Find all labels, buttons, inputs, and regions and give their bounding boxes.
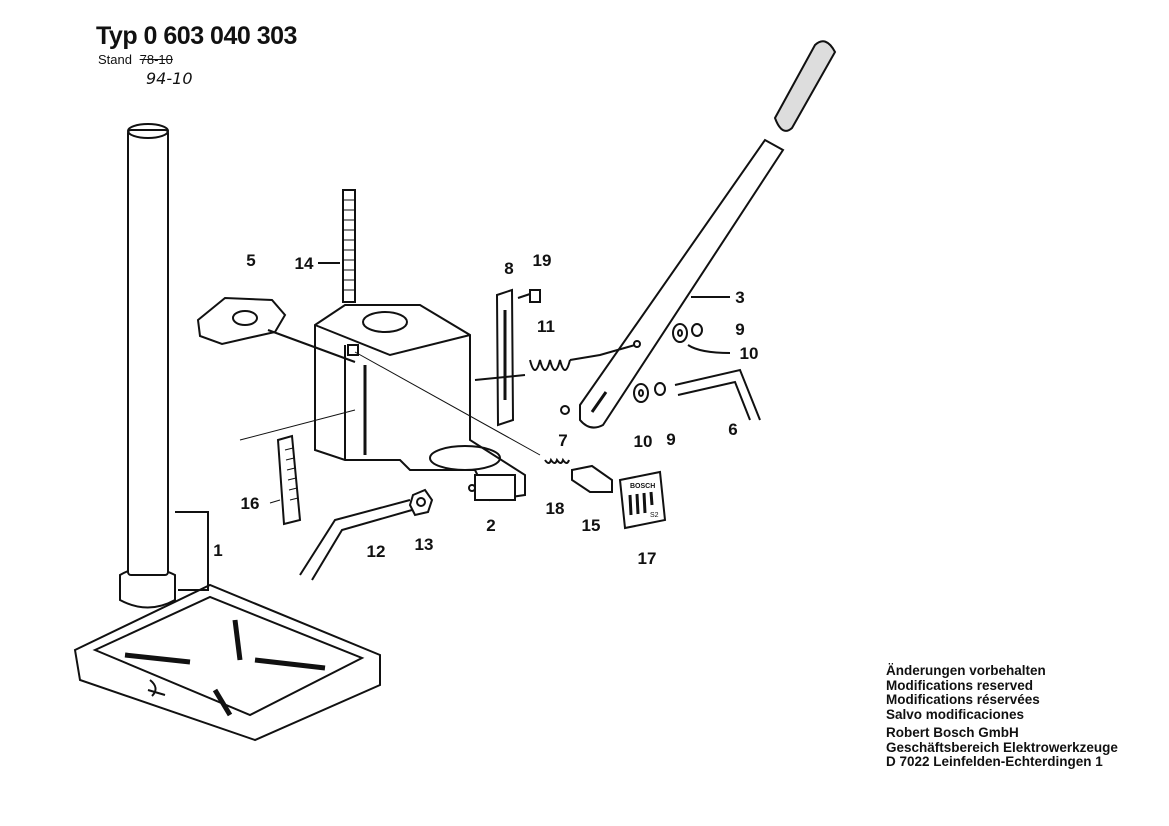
- part-1-column-base: [73, 123, 381, 742]
- part-7-ball: [560, 405, 570, 415]
- part-13-nut: [408, 488, 434, 517]
- plate-brand: BOSCH: [630, 483, 655, 490]
- label-1: 1: [213, 541, 222, 560]
- part-5-clamp: [196, 296, 356, 363]
- part-3-lever: [579, 40, 837, 429]
- stand-label: Stand: [98, 52, 132, 67]
- part-16-scale: [239, 409, 356, 526]
- part-12-bolt: [299, 499, 413, 581]
- label-9-lower: 9: [666, 430, 675, 449]
- label-15: 15: [582, 516, 601, 535]
- note-line: Modifications reserved: [886, 677, 1034, 693]
- part-17-type-plate: BOSCH S2: [618, 470, 667, 530]
- stand-old-date: 78-10: [139, 52, 173, 67]
- label-10-lower: 10: [634, 432, 653, 451]
- company-line: D 7022 Leinfelden-Echterdingen 1: [886, 754, 1103, 769]
- label-2: 2: [486, 516, 495, 535]
- label-3: 3: [735, 288, 744, 307]
- label-18: 18: [546, 499, 565, 518]
- label-19: 19: [533, 251, 552, 270]
- label-11: 11: [537, 317, 555, 336]
- label-16: 16: [241, 494, 260, 513]
- part-14-threaded-rod: [318, 189, 356, 303]
- label-5: 5: [246, 251, 255, 270]
- part-2-housing: [314, 304, 526, 502]
- part-8-slide-bar: [495, 288, 515, 427]
- part-11-spring: [474, 340, 641, 381]
- label-10-upper: 10: [740, 344, 759, 363]
- label-12: 12: [367, 542, 386, 561]
- washers: [633, 323, 731, 403]
- part-19-screw: [517, 289, 541, 303]
- part-6-bolt: [674, 368, 761, 421]
- company-line: Geschäftsbereich Elektrowerkzeuge: [886, 739, 1118, 755]
- stand-revision: Stand 78-10 94-10: [98, 52, 193, 88]
- part-18-spring: [544, 457, 570, 464]
- note-line: Modifications réservées: [886, 692, 1040, 707]
- plate-code: S2: [650, 512, 659, 519]
- label-13: 13: [415, 535, 434, 554]
- part-15-pin: [571, 464, 613, 493]
- label-17: 17: [638, 549, 657, 568]
- label-8: 8: [504, 259, 513, 278]
- label-9-upper: 9: [735, 320, 744, 339]
- leader-line: [354, 351, 541, 456]
- label-7: 7: [558, 431, 567, 450]
- note-line: Salvo modificaciones: [886, 706, 1025, 722]
- label-14: 14: [295, 254, 314, 273]
- stand-new-date: 94-10: [146, 69, 193, 88]
- footer-notes: Änderungen vorbehalten Modifications res…: [886, 663, 1118, 770]
- company-line: Robert Bosch GmbH: [886, 725, 1019, 740]
- note-line: Änderungen vorbehalten: [886, 663, 1046, 678]
- label-6: 6: [728, 420, 737, 439]
- type-number-title: Typ 0 603 040 303: [96, 22, 297, 50]
